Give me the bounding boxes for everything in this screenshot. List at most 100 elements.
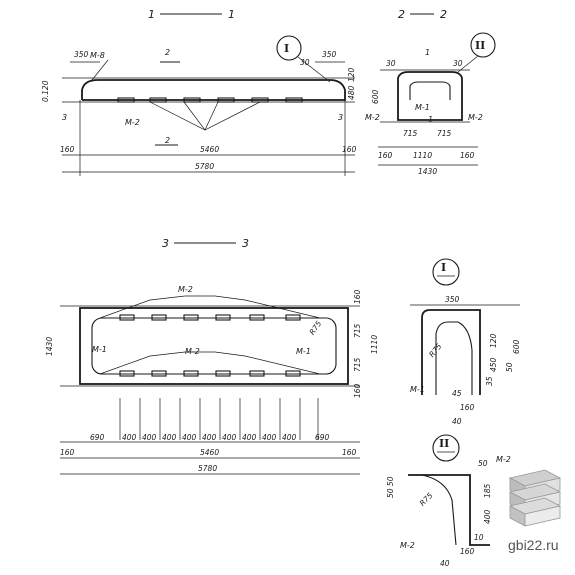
plan-inner: [91, 317, 337, 375]
section-1-1: 1 1 М-2 М-8 2 2 3 3 I 350 350: [41, 8, 357, 176]
dim-30-22-right: 30: [453, 59, 463, 68]
detail-I: I 350 R75 120 450 50 600 М-1 45 35 160 4…: [410, 258, 521, 426]
dim-400-7: 400: [242, 433, 257, 442]
section-2-2: 2 2 II М-1 М-2 М-2 1 1 30 30 600 715 715…: [365, 8, 496, 176]
dim-120: 120: [347, 67, 356, 82]
dim-160-right: 160: [342, 145, 357, 154]
plan-outer: [79, 307, 349, 385]
section-2-2-title-left: 2: [398, 8, 405, 21]
plate-3: [183, 97, 201, 103]
dim-350-left: 350: [74, 50, 89, 59]
m2-tie-lines-inner: [183, 101, 219, 131]
dim-5050-detail: 50 50: [386, 476, 395, 498]
dim-5780-plan: 5780: [198, 464, 217, 473]
detail-II-outline: [408, 474, 490, 546]
m2-label-1: М-2: [125, 118, 140, 127]
dim-160-22-right: 160: [460, 151, 475, 160]
m1-label-22: М-1: [415, 103, 430, 112]
dim-715-left: 715: [403, 129, 418, 138]
dim-690-right: 690: [315, 433, 330, 442]
m2-label-22-left: М-2: [365, 113, 380, 122]
section-1-1-title-left: 1: [148, 8, 155, 21]
dim-160-plan-top: 160: [353, 289, 362, 304]
dim-400-3: 400: [162, 433, 177, 442]
m1-label-detail: М-1: [410, 385, 425, 394]
m2-label-detail: М-2: [496, 455, 511, 464]
section-1-1-title-right: 1: [228, 8, 235, 21]
detail-I-outline: [421, 309, 481, 395]
plate-6: [285, 97, 303, 103]
detail-I-label: I: [441, 261, 446, 274]
dim-120-detail: 120: [489, 333, 498, 348]
dim-400-4: 400: [182, 433, 197, 442]
plate-4: [217, 97, 235, 103]
detail-I-circle: [432, 258, 460, 286]
m8-leader: [91, 59, 109, 81]
dim-400-1: 400: [122, 433, 137, 442]
dim-40-detail-ii: 40: [440, 559, 450, 568]
dim-45-detail: 45: [452, 389, 462, 398]
m2-label-plan-mid: М-2: [185, 347, 200, 356]
dim-690-left: 690: [90, 433, 105, 442]
dim-480: 480: [347, 85, 356, 100]
cut-1-bottom: 1: [428, 115, 433, 124]
plan-bottom-tie: [99, 351, 321, 375]
m1-label-plan-right: М-1: [296, 347, 311, 356]
dim-5780: 5780: [195, 162, 214, 171]
dim-600-22: 600: [371, 89, 380, 104]
cut-3-right: 3: [338, 113, 343, 122]
plan-top-tie: [99, 295, 321, 319]
logo-icon: [508, 469, 562, 527]
dim-50-detail-ii: 50: [478, 459, 488, 468]
dim-5460: 5460: [200, 145, 219, 154]
dim-30-22: 30: [386, 59, 396, 68]
dim-160-left: 160: [60, 145, 75, 154]
section-2-2-title-right: 2: [440, 8, 447, 21]
m2-tie-lines: [149, 101, 261, 131]
callout-II-leader: [457, 55, 479, 73]
dim-400-detail: 400: [483, 509, 492, 524]
plate-1: [117, 97, 135, 103]
dim-350-detail: 350: [445, 295, 460, 304]
m2-label-detail-bottom: М-2: [400, 541, 415, 550]
dim-400-2: 400: [142, 433, 157, 442]
watermark: gbi22.ru: [508, 469, 562, 553]
dim-1110: 1110: [413, 151, 432, 160]
detail-II: II 50 50 185 400 50 М-2 R75 М-2 10 160 4…: [386, 434, 511, 568]
dim-160-plan-l: 160: [60, 448, 75, 457]
dim-30: 30: [300, 58, 310, 67]
dim-35-detail: 35: [485, 376, 494, 386]
callout-I: I: [284, 42, 289, 55]
dim-160-detail: 160: [460, 403, 475, 412]
dim-400-5: 400: [202, 433, 217, 442]
dim-1430: 1430: [418, 167, 437, 176]
detail-II-circle: [432, 434, 460, 462]
callout-I-leader: [297, 56, 331, 83]
dim-185-detail: 185: [483, 483, 492, 498]
cut-1-top: 1: [425, 48, 430, 57]
plan-top-plates: [119, 314, 301, 321]
beam-outline: [81, 79, 346, 101]
dim-1430-plan: 1430: [45, 337, 54, 356]
section-3-3-title-right: 3: [242, 237, 249, 250]
dim-0120: 0.120: [41, 80, 50, 102]
dim-160-22-left: 160: [378, 151, 393, 160]
cut-2-top: 2: [165, 48, 170, 57]
plate-2: [149, 97, 167, 103]
watermark-text: gbi22.ru: [508, 537, 559, 553]
dim-r75-detail-ii: R75: [418, 491, 435, 508]
dim-350-right: 350: [322, 50, 337, 59]
dim-160-plan-r: 160: [342, 448, 357, 457]
dim-400-6: 400: [222, 433, 237, 442]
detail-I-inner: [435, 321, 473, 395]
cross-section-inner: [409, 81, 451, 100]
m2-label-22-right: М-2: [468, 113, 483, 122]
dim-400-9: 400: [282, 433, 297, 442]
dim-r75-plan: R75: [308, 319, 324, 336]
m8-label: М-8: [90, 51, 105, 60]
callout-II: II: [475, 39, 485, 52]
dim-r75-detail: R75: [427, 342, 444, 359]
dim-40-detail: 40: [452, 417, 462, 426]
dim-715-plan-bottom: 715: [353, 357, 362, 372]
